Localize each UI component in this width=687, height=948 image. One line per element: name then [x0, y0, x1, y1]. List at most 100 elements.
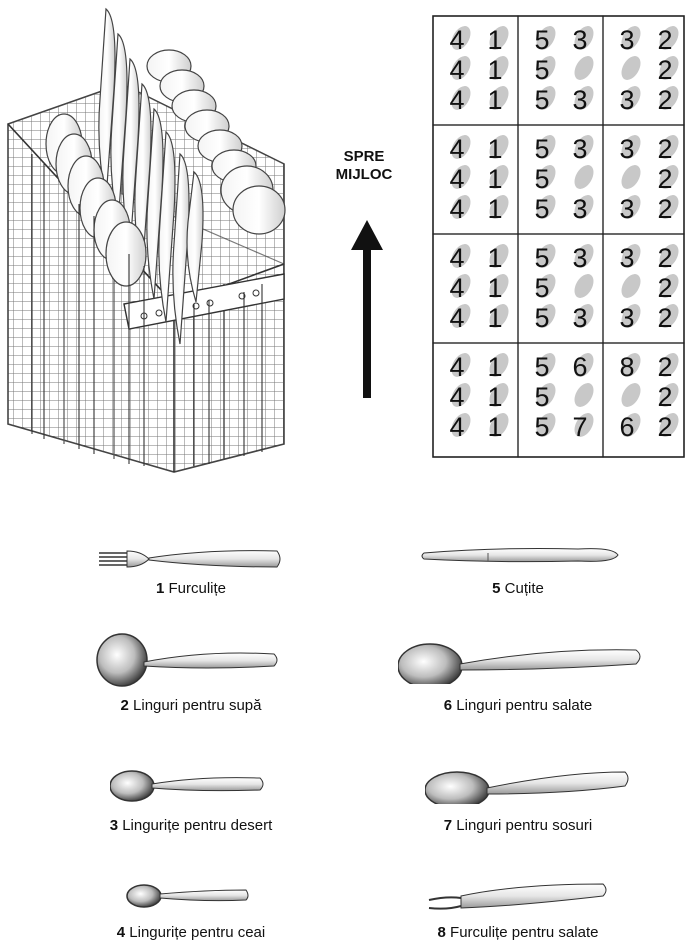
- slot-number: 2: [657, 243, 672, 273]
- slot-number: 8: [619, 352, 634, 382]
- slot-number: 2: [657, 55, 672, 85]
- slot-number: 1: [487, 55, 502, 85]
- slot-number: 5: [534, 85, 549, 115]
- slot-number: 1: [487, 25, 502, 55]
- fork-icon: [97, 545, 287, 575]
- slot-number: 1: [487, 134, 502, 164]
- slot-number: 1: [487, 85, 502, 115]
- slot-number: 4: [449, 273, 464, 303]
- slot-number: 3: [619, 303, 634, 333]
- knife-icon: [418, 543, 628, 567]
- slot-number: 1: [487, 303, 502, 333]
- slot-number: 4: [449, 412, 464, 442]
- slot-number: 4: [449, 25, 464, 55]
- teaspoon-icon: [126, 880, 254, 908]
- legend-label: Linguri pentru salate: [452, 697, 592, 714]
- legend-caption: 5 Cuțite: [368, 580, 668, 597]
- slot-number: 1: [487, 273, 502, 303]
- legend-number: 8: [438, 924, 446, 941]
- slot-number: 1: [487, 352, 502, 382]
- slot-number: 2: [657, 25, 672, 55]
- slot-number: 6: [572, 352, 587, 382]
- slot-number: 4: [449, 243, 464, 273]
- slot-number: 1: [487, 382, 502, 412]
- slot-number: 3: [619, 25, 634, 55]
- slot-number: 5: [534, 352, 549, 382]
- slot-number: 3: [572, 194, 587, 224]
- up-arrow-icon: [345, 218, 389, 400]
- slot-number: 2: [657, 352, 672, 382]
- slot-number: 5: [534, 194, 549, 224]
- legend-label: Lingurițe pentru desert: [118, 817, 272, 834]
- legend-label: Cuțite: [500, 580, 543, 597]
- slot-number: 3: [619, 243, 634, 273]
- legend-label: Lingurițe pentru ceai: [125, 924, 265, 941]
- slot-number: 3: [572, 25, 587, 55]
- slot-number: 5: [534, 243, 549, 273]
- slot-number: 5: [534, 412, 549, 442]
- slot-number: 5: [534, 134, 549, 164]
- slot-number: 4: [449, 194, 464, 224]
- salad-fork-icon: [427, 878, 617, 914]
- direction-label-line-2: MIJLOC: [324, 166, 404, 184]
- slot-number: 4: [449, 164, 464, 194]
- slot-number: 2: [657, 164, 672, 194]
- legend-caption: 7 Linguri pentru sosuri: [368, 817, 668, 834]
- slot-number: 6: [619, 412, 634, 442]
- slot-number: 2: [657, 194, 672, 224]
- slot-number: 5: [534, 273, 549, 303]
- legend-number: 2: [121, 697, 129, 714]
- slot-number: 2: [657, 382, 672, 412]
- legend-caption: 3 Lingurițe pentru desert: [41, 817, 341, 834]
- slot-number: 4: [449, 85, 464, 115]
- slot-number: 3: [619, 85, 634, 115]
- slot-number: 2: [657, 412, 672, 442]
- legend-caption: 6 Linguri pentru salate: [368, 697, 668, 714]
- direction-label: SPRE MIJLOC: [324, 148, 404, 184]
- slot-number: 3: [619, 194, 634, 224]
- slot-number: 3: [572, 243, 587, 273]
- legend-caption: 1 Furculițe: [41, 580, 341, 597]
- legend-caption: 8 Furculițe pentru salate: [368, 924, 668, 941]
- slot-number: 5: [534, 382, 549, 412]
- cutlery-basket-illustration: [4, 4, 304, 474]
- slot-number: 2: [657, 273, 672, 303]
- slot-number: 1: [487, 194, 502, 224]
- legend-number: 7: [444, 817, 452, 834]
- legend-label: Furculițe pentru salate: [446, 924, 599, 941]
- slot-number: 5: [534, 55, 549, 85]
- slot-number: 5: [534, 164, 549, 194]
- legend-label: Linguri pentru supă: [129, 697, 262, 714]
- slot-number: 1: [487, 243, 502, 273]
- slot-number: 4: [449, 134, 464, 164]
- legend-number: 4: [117, 924, 125, 941]
- placement-grid: 4141415355332232414141535533223241414153…: [432, 15, 685, 458]
- slot-number: 3: [572, 85, 587, 115]
- slot-number: 4: [449, 55, 464, 85]
- slot-number: 2: [657, 134, 672, 164]
- legend-number: 6: [444, 697, 452, 714]
- salad-spoon-icon: [398, 636, 648, 684]
- slot-number: 5: [534, 303, 549, 333]
- dessert-spoon-icon: [110, 766, 270, 802]
- slot-number: 5: [534, 25, 549, 55]
- legend-caption: 4 Lingurițe pentru ceai: [41, 924, 341, 941]
- sauce-spoon-icon: [425, 764, 635, 804]
- slot-number: 4: [449, 352, 464, 382]
- slot-number: 1: [487, 164, 502, 194]
- slot-number: 2: [657, 85, 672, 115]
- legend-caption: 2 Linguri pentru supă: [41, 697, 341, 714]
- slot-number: 7: [572, 412, 587, 442]
- slot-number: 3: [619, 134, 634, 164]
- slot-number: 3: [572, 303, 587, 333]
- slot-number: 3: [572, 134, 587, 164]
- slot-number: 4: [449, 382, 464, 412]
- legend-number: 3: [110, 817, 118, 834]
- direction-label-line-1: SPRE: [324, 148, 404, 166]
- soup-spoon-icon: [96, 632, 280, 688]
- slot-number: 2: [657, 303, 672, 333]
- legend-label: Linguri pentru sosuri: [452, 817, 592, 834]
- grid-frame: [433, 16, 684, 457]
- slot-number: 4: [449, 303, 464, 333]
- legend-label: Furculițe: [164, 580, 226, 597]
